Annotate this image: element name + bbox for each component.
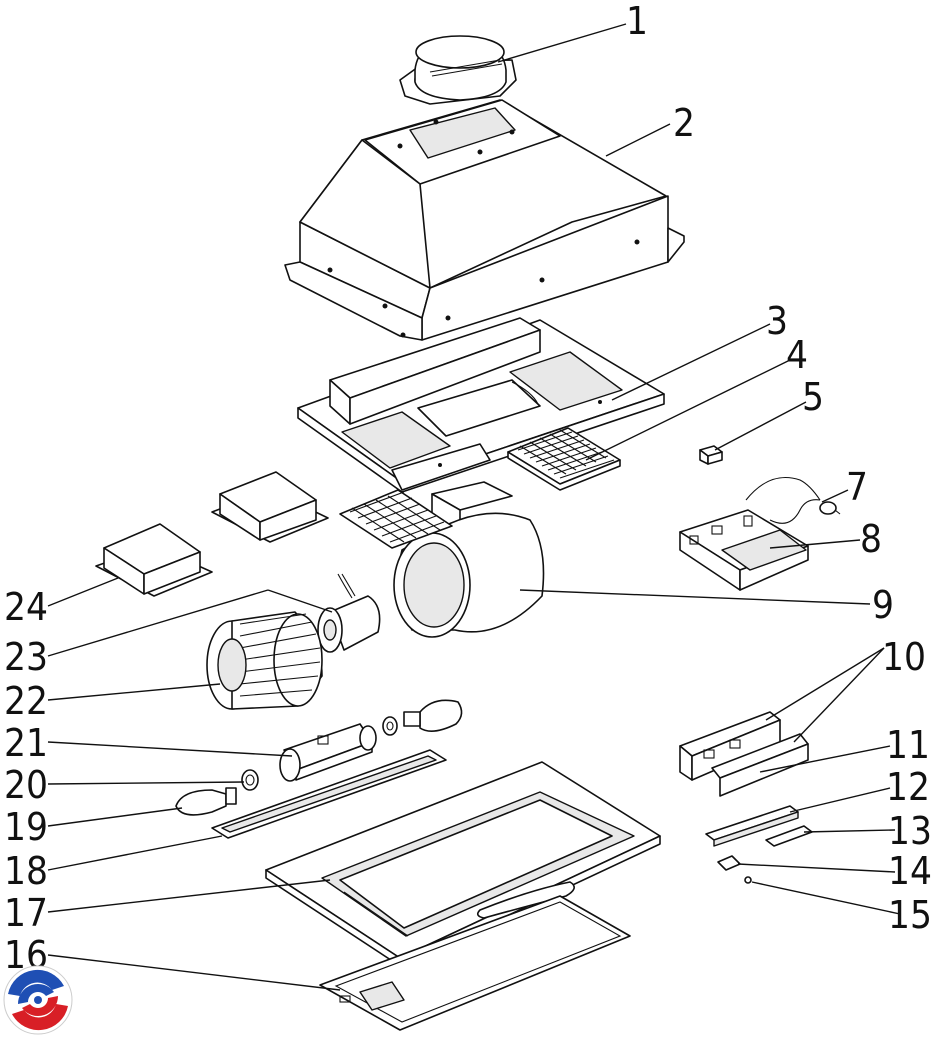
- callout-3: 3: [766, 299, 788, 343]
- callout-5: 5: [802, 375, 824, 419]
- callout-10: 10: [882, 635, 926, 679]
- callout-21: 21: [4, 721, 48, 765]
- part-carbon-filter-left: [95, 523, 213, 597]
- callout-17: 17: [4, 891, 48, 935]
- part-fan-wheel: [206, 611, 323, 710]
- part-switch-plate: [705, 805, 799, 847]
- part-lamp-holder: [279, 723, 377, 782]
- callout-7: 7: [846, 465, 868, 509]
- callout-1: 1: [626, 0, 648, 43]
- part-bulb-left: [175, 787, 237, 816]
- callout-2: 2: [673, 101, 695, 145]
- part-hood-canopy: [284, 99, 685, 341]
- part-lamp-diffuser: [211, 749, 447, 839]
- part-outer-frame: [319, 895, 631, 1031]
- part-power-cord: [745, 476, 841, 524]
- part-bulb-right: [403, 699, 463, 732]
- part-control-panel: [679, 711, 781, 781]
- part-motor: [317, 573, 381, 653]
- part-control-box: [679, 509, 809, 591]
- callout-11: 11: [886, 723, 930, 767]
- callout-12: 12: [886, 765, 930, 809]
- callout-13: 13: [888, 809, 932, 853]
- part-switch-button: [765, 825, 813, 847]
- part-grease-filter-right: [507, 427, 621, 491]
- part-carbon-filter-middle: [211, 471, 329, 543]
- callout-24: 24: [4, 585, 48, 629]
- part-blower-housing: [393, 481, 545, 638]
- callout-18: 18: [4, 849, 48, 893]
- callout-15: 15: [888, 893, 932, 937]
- callout-22: 22: [4, 679, 48, 723]
- callout-14: 14: [888, 849, 932, 893]
- callout-4: 4: [786, 333, 808, 377]
- brand-swirl-logo-icon: [3, 965, 73, 1035]
- callout-19: 19: [4, 805, 48, 849]
- callout-8: 8: [860, 517, 882, 561]
- part-lower-frame: [265, 761, 661, 967]
- part-duct-collar: [399, 35, 517, 105]
- part-grease-filter-left: [339, 489, 453, 549]
- callout-23: 23: [4, 635, 48, 679]
- callout-20: 20: [4, 763, 48, 807]
- part-screw: [744, 876, 752, 884]
- part-lamp-ring-left: [241, 769, 259, 791]
- leader-lines: [47, 23, 901, 991]
- part-bracket: [717, 855, 741, 871]
- callout-9: 9: [872, 583, 894, 627]
- part-lamp-ring-right: [382, 716, 398, 736]
- part-base-plate: [297, 317, 665, 493]
- part-panel-cover: [711, 733, 809, 797]
